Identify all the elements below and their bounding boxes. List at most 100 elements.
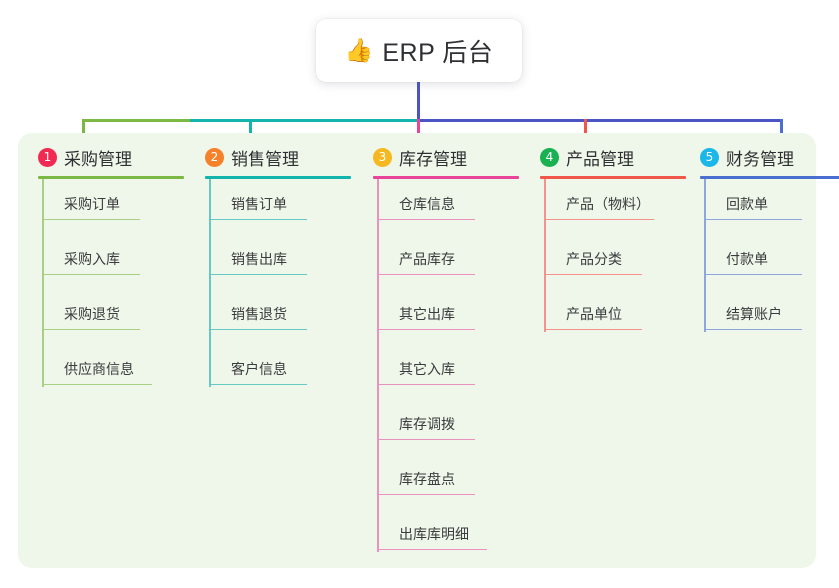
- leaf-rule: [379, 218, 475, 220]
- branch-spine-5: [704, 179, 706, 332]
- connector-bus-segment-2: [190, 119, 419, 122]
- leaf-rule: [379, 273, 475, 275]
- branch-leaf-list-3: 仓库信息 产品库存 其它出库 其它入库 库存调拨 库存盘点 出库库明细: [373, 179, 533, 564]
- list-item[interactable]: 产品库存: [377, 234, 533, 289]
- root-node-card[interactable]: 👍 ERP 后台: [316, 19, 522, 82]
- list-item[interactable]: 产品（物料）: [544, 179, 700, 234]
- leaf-rule: [379, 383, 475, 385]
- branch-spine-2: [209, 179, 211, 387]
- leaf-rule: [379, 438, 475, 440]
- branch-rule-1: [38, 176, 184, 179]
- leaf-rule: [379, 328, 475, 330]
- leaf-rule: [211, 273, 307, 275]
- leaf-rule: [706, 328, 802, 330]
- leaf-label: 库存盘点: [399, 471, 455, 487]
- leaf-label: 付款单: [726, 251, 768, 267]
- branch-leaf-list-4: 产品（物料） 产品分类 产品单位: [540, 179, 700, 344]
- leaf-rule: [546, 328, 642, 330]
- branch-badge-5: 5: [700, 147, 719, 167]
- leaf-label: 采购订单: [64, 196, 120, 212]
- connector-root-stem: [417, 82, 420, 121]
- list-item[interactable]: 销售出库: [209, 234, 365, 289]
- leaf-label: 销售出库: [231, 251, 287, 267]
- branch-rule-4: [540, 176, 686, 179]
- branch-spine-1: [42, 179, 44, 387]
- leaf-label: 销售退货: [231, 306, 287, 322]
- branch-rule-3: [373, 176, 519, 179]
- branch-column-2[interactable]: 2 销售管理 销售订单 销售出库 销售退货 客户信息: [205, 144, 365, 399]
- list-item[interactable]: 采购入库: [42, 234, 198, 289]
- branch-column-1[interactable]: 1 采购管理 采购订单 采购入库 采购退货 供应商信息: [38, 144, 198, 399]
- list-item[interactable]: 其它入库: [377, 344, 533, 399]
- list-item[interactable]: 采购订单: [42, 179, 198, 234]
- list-item[interactable]: 付款单: [704, 234, 839, 289]
- leaf-label: 客户信息: [231, 361, 287, 377]
- list-item[interactable]: 仓库信息: [377, 179, 533, 234]
- branch-title-5: 财务管理: [726, 149, 794, 169]
- branch-rule-5: [700, 176, 839, 179]
- branch-badge-4: 4: [540, 147, 559, 167]
- list-item[interactable]: 产品单位: [544, 289, 700, 344]
- leaf-label: 产品单位: [566, 306, 622, 322]
- branch-rule-2: [205, 176, 351, 179]
- leaf-label: 出库库明细: [399, 526, 469, 542]
- root-node-label: ERP 后台: [382, 38, 494, 67]
- leaf-label: 其它入库: [399, 361, 455, 377]
- list-item[interactable]: 其它出库: [377, 289, 533, 344]
- list-item[interactable]: 库存盘点: [377, 454, 533, 509]
- leaf-label: 结算账户: [726, 306, 782, 322]
- list-item[interactable]: 客户信息: [209, 344, 365, 399]
- branch-title-2: 销售管理: [231, 149, 299, 169]
- branch-leaf-list-2: 销售订单 销售出库 销售退货 客户信息: [205, 179, 365, 399]
- branch-badge-3: 3: [373, 147, 392, 167]
- leaf-label: 销售订单: [231, 196, 287, 212]
- list-item[interactable]: 供应商信息: [42, 344, 198, 399]
- leaf-label: 采购入库: [64, 251, 120, 267]
- branch-title-4: 产品管理: [566, 149, 634, 169]
- leaf-rule: [44, 273, 140, 275]
- leaf-rule: [379, 493, 475, 495]
- branch-spine-4: [544, 179, 546, 332]
- list-item[interactable]: 销售订单: [209, 179, 365, 234]
- branch-spine-3: [377, 179, 379, 552]
- leaf-rule: [211, 218, 307, 220]
- list-item[interactable]: 出库库明细: [377, 509, 533, 564]
- leaf-rule: [379, 548, 487, 550]
- list-item[interactable]: 库存调拨: [377, 399, 533, 454]
- leaf-rule: [706, 273, 802, 275]
- connector-bus-segment-1: [82, 119, 192, 122]
- leaf-rule: [546, 273, 642, 275]
- leaf-rule: [44, 218, 140, 220]
- connector-bus-segment-3: [417, 119, 783, 122]
- branch-header-2[interactable]: 2 销售管理: [205, 144, 365, 170]
- leaf-rule: [44, 328, 140, 330]
- branch-header-4[interactable]: 4 产品管理: [540, 144, 700, 170]
- branch-header-1[interactable]: 1 采购管理: [38, 144, 198, 170]
- leaf-label: 库存调拨: [399, 416, 455, 432]
- leaf-rule: [44, 383, 152, 385]
- branch-title-3: 库存管理: [399, 149, 467, 169]
- leaf-rule: [546, 218, 654, 220]
- list-item[interactable]: 产品分类: [544, 234, 700, 289]
- branch-column-4[interactable]: 4 产品管理 产品（物料） 产品分类 产品单位: [540, 144, 700, 344]
- branch-title-1: 采购管理: [64, 149, 132, 169]
- branch-column-3[interactable]: 3 库存管理 仓库信息 产品库存 其它出库 其它入库 库存调拨 库存盘点: [373, 144, 533, 564]
- leaf-label: 采购退货: [64, 306, 120, 322]
- list-item[interactable]: 回款单: [704, 179, 839, 234]
- leaf-label: 回款单: [726, 196, 768, 212]
- leaf-label: 其它出库: [399, 306, 455, 322]
- list-item[interactable]: 销售退货: [209, 289, 365, 344]
- leaf-rule: [706, 218, 802, 220]
- thumbs-up-icon: 👍: [344, 37, 374, 63]
- branch-header-3[interactable]: 3 库存管理: [373, 144, 533, 170]
- branch-badge-1: 1: [38, 147, 57, 167]
- branch-column-5[interactable]: 5 财务管理 回款单 付款单 结算账户: [700, 144, 839, 344]
- diagram-panel: [18, 133, 816, 568]
- leaf-label: 产品库存: [399, 251, 455, 267]
- leaf-label: 供应商信息: [64, 361, 134, 377]
- branch-leaf-list-1: 采购订单 采购入库 采购退货 供应商信息: [38, 179, 198, 399]
- branch-header-5[interactable]: 5 财务管理: [700, 144, 839, 170]
- leaf-label: 仓库信息: [399, 196, 455, 212]
- list-item[interactable]: 结算账户: [704, 289, 839, 344]
- list-item[interactable]: 采购退货: [42, 289, 198, 344]
